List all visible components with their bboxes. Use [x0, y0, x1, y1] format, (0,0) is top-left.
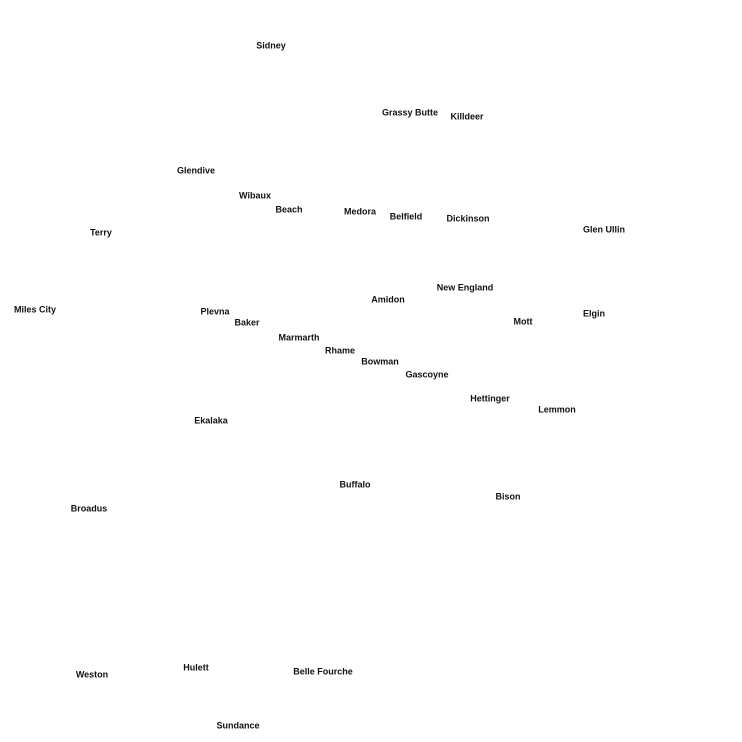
- place-label-mott: Mott: [513, 316, 533, 327]
- place-label-elgin: Elgin: [583, 308, 605, 319]
- place-label-marmarth: Marmarth: [278, 332, 320, 343]
- place-label-dickinson: Dickinson: [446, 213, 490, 224]
- place-label-hettinger: Hettinger: [470, 393, 510, 404]
- place-label-amidon: Amidon: [371, 294, 405, 305]
- place-label-weston: Weston: [75, 669, 109, 680]
- place-label-wibaux: Wibaux: [239, 190, 271, 201]
- place-label-grassy-butte: Grassy Butte: [381, 107, 439, 118]
- place-label-belfield: Belfield: [389, 211, 423, 222]
- place-label-medora: Medora: [343, 206, 377, 217]
- place-label-terry: Terry: [90, 227, 112, 238]
- place-label-plevna: Plevna: [200, 306, 230, 317]
- place-label-lemmon: Lemmon: [538, 404, 576, 415]
- place-label-sidney: Sidney: [256, 40, 286, 51]
- place-label-glen-ullin: Glen Ullin: [582, 224, 626, 235]
- place-label-hulett: Hulett: [183, 662, 209, 673]
- place-label-bowman: Bowman: [361, 356, 399, 367]
- place-label-baker: Baker: [234, 317, 260, 328]
- place-label-glendive: Glendive: [176, 165, 216, 176]
- place-label-killdeer: Killdeer: [450, 111, 484, 122]
- place-label-miles-city: Miles City: [13, 304, 57, 315]
- place-label-ekalaka: Ekalaka: [194, 415, 228, 426]
- place-label-broadus: Broadus: [70, 503, 108, 514]
- place-label-new-england: New England: [436, 282, 494, 293]
- place-label-buffalo: Buffalo: [339, 479, 371, 490]
- place-label-rhame: Rhame: [324, 345, 356, 356]
- place-label-beach: Beach: [275, 204, 303, 215]
- place-label-bison: Bison: [495, 491, 521, 502]
- place-label-belle-fourche: Belle Fourche: [293, 666, 353, 677]
- place-label-sundance: Sundance: [216, 720, 260, 731]
- place-label-gascoyne: Gascoyne: [405, 369, 449, 380]
